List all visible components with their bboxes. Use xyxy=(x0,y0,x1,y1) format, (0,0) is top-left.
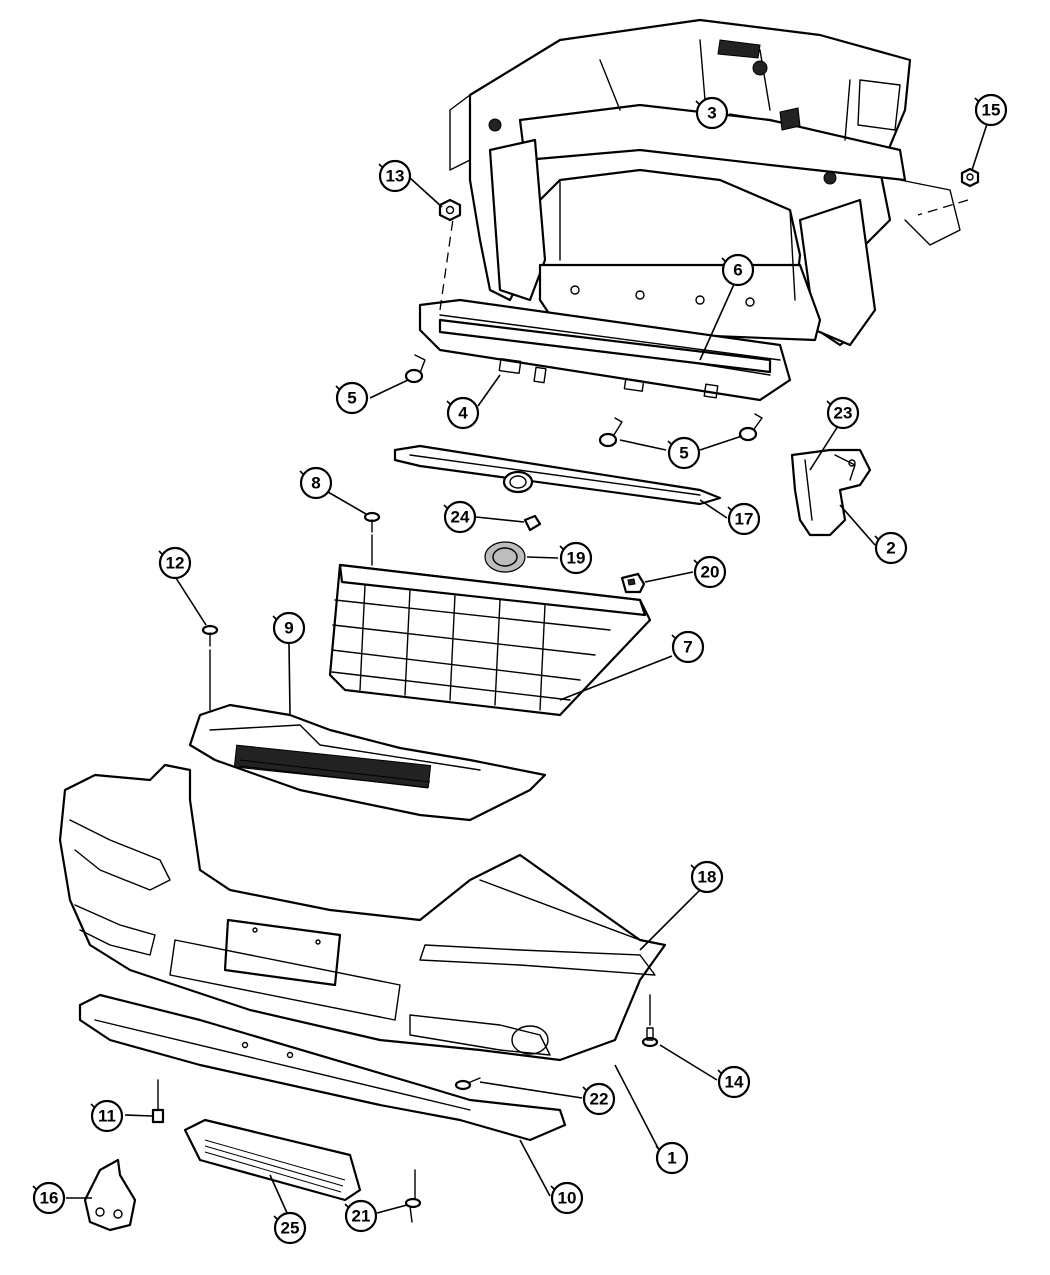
callout-9: 9 xyxy=(272,611,306,645)
callout-19: 19 xyxy=(559,541,593,575)
callout-4-label: 4 xyxy=(458,404,468,423)
callout-2: 2 xyxy=(874,531,908,565)
callout-21: 21 xyxy=(344,1199,378,1233)
callout-13-label: 13 xyxy=(386,167,405,186)
callout-18-label: 18 xyxy=(698,868,717,887)
screw-8 xyxy=(363,511,381,566)
callout-5-left: 5 xyxy=(335,381,369,415)
callout-10: 10 xyxy=(550,1181,584,1215)
bracket-2 xyxy=(790,448,872,537)
callout-13: 13 xyxy=(378,159,412,193)
callout-15-label: 15 xyxy=(982,101,1001,120)
callout-3: 3 xyxy=(695,96,729,130)
emblem-19 xyxy=(484,541,526,573)
bolt-21 xyxy=(404,1169,422,1223)
callout-6-label: 6 xyxy=(733,261,742,280)
screw-22 xyxy=(454,1077,481,1091)
leader-lines xyxy=(66,113,988,1225)
callout-20: 20 xyxy=(693,555,727,589)
grille-upper-trim xyxy=(393,444,722,506)
callout-8-label: 8 xyxy=(311,474,320,493)
nut-15 xyxy=(960,167,980,188)
callout-19-label: 19 xyxy=(567,549,586,568)
callout-3-label: 3 xyxy=(707,104,716,123)
mounting-lines xyxy=(439,199,969,311)
air-dam-shield xyxy=(183,1118,362,1202)
callout-25-label: 25 xyxy=(281,1219,300,1238)
callout-17: 17 xyxy=(727,502,761,536)
callout-14-label: 14 xyxy=(725,1073,744,1092)
lower-valance xyxy=(78,993,567,1142)
grille-reinforcement xyxy=(188,703,547,822)
callout-5-right: 5 xyxy=(667,436,701,470)
callout-23: 23 xyxy=(826,396,860,430)
nut-13 xyxy=(438,198,462,222)
callout-4: 4 xyxy=(446,396,480,430)
callout-9-label: 9 xyxy=(284,619,293,638)
clip-24 xyxy=(523,514,542,532)
callout-10-label: 10 xyxy=(558,1189,577,1208)
radiator-support-frame xyxy=(449,18,961,347)
push-pin-5-left xyxy=(404,354,426,384)
callout-6: 6 xyxy=(721,253,755,287)
callout-22-label: 22 xyxy=(590,1090,609,1109)
callout-17-label: 17 xyxy=(735,510,754,529)
callout-7: 7 xyxy=(671,630,705,664)
callout-20-label: 20 xyxy=(701,563,720,582)
screw-12 xyxy=(201,624,219,711)
callout-14: 14 xyxy=(717,1065,751,1099)
callout-1: 1 xyxy=(655,1141,689,1175)
callout-16: 16 xyxy=(32,1181,66,1215)
callout-11-label: 11 xyxy=(98,1107,116,1126)
push-pin-5-right xyxy=(738,413,763,442)
push-pin-5-mid xyxy=(598,417,623,448)
callout-24: 24 xyxy=(443,500,477,534)
callout-1-label: 1 xyxy=(667,1149,676,1168)
callout-12: 12 xyxy=(158,546,192,580)
callout-7-label: 7 xyxy=(683,638,692,657)
callout-2-label: 2 xyxy=(886,539,895,558)
screw-14 xyxy=(641,994,659,1048)
clip-20 xyxy=(620,572,646,594)
callout-12-label: 12 xyxy=(166,554,185,573)
front-beam xyxy=(418,298,792,402)
hardware-bag-16 xyxy=(83,1158,137,1232)
bumper-fascia xyxy=(58,763,667,1062)
screw-11 xyxy=(151,1079,165,1124)
callout-23-label: 23 xyxy=(834,404,853,423)
callout-8: 8 xyxy=(299,466,333,500)
callout-5-left-label: 5 xyxy=(347,389,356,408)
grille xyxy=(328,563,652,717)
callout-18: 18 xyxy=(690,860,724,894)
callout-11: 11 xyxy=(90,1099,124,1133)
callout-16-label: 16 xyxy=(40,1189,59,1208)
callout-15: 15 xyxy=(974,93,1008,127)
callout-21-label: 21 xyxy=(352,1207,371,1226)
callout-24-label: 24 xyxy=(451,508,470,527)
callout-5-right-label: 5 xyxy=(679,444,688,463)
callout-22: 22 xyxy=(582,1082,616,1116)
callout-25: 25 xyxy=(273,1211,307,1245)
